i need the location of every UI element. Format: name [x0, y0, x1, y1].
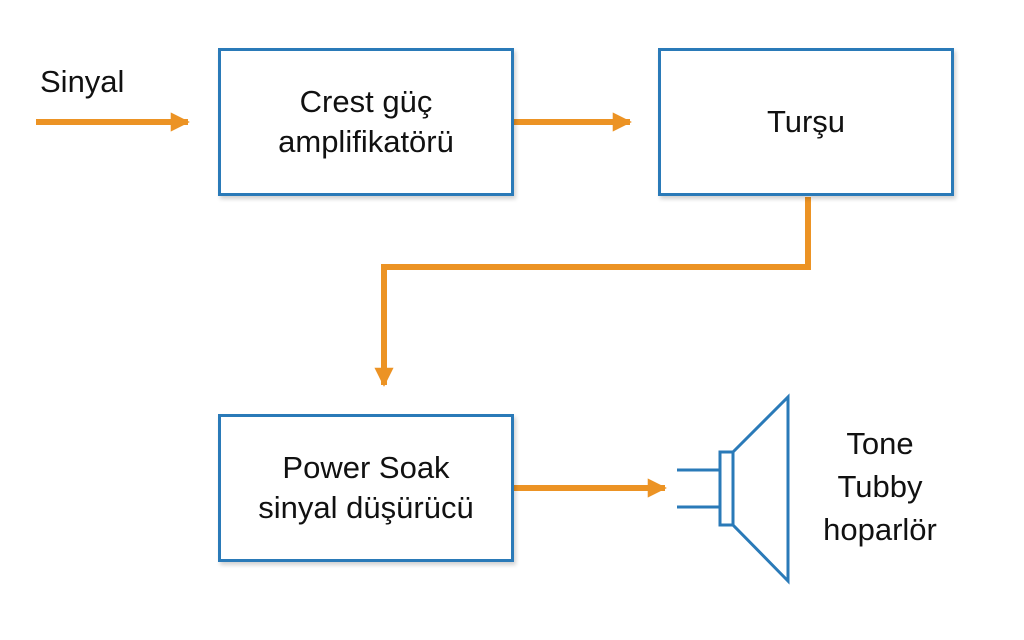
pickle-to-power-soak-arrow: [374, 197, 811, 387]
amplifier-block: Crest güç amplifikatörü: [218, 48, 514, 196]
input-signal-label: Sinyal: [40, 64, 125, 99]
speaker-label-line2: Tubby: [837, 469, 923, 504]
pickle-label-line1: Turşu: [766, 104, 846, 139]
power-soak-block-label: Power Soak sinyal düşürücü: [258, 448, 473, 528]
speaker-label: Tone Tubby hoparlör: [800, 422, 960, 551]
amplifier-block-label: Crest güç amplifikatörü: [278, 82, 454, 162]
pickle-block: Turşu: [658, 48, 954, 196]
speaker-label-line1: Tone: [846, 426, 914, 461]
pickle-block-label: Turşu: [767, 102, 845, 142]
speaker-cone: [731, 393, 790, 585]
speaker-magnet: [718, 450, 735, 527]
loudspeaker-icon: [677, 393, 790, 585]
power-soak-label-line2: sinyal düşürücü: [258, 490, 474, 525]
amplifier-label-line1: Crest güç: [299, 84, 433, 119]
power-soak-label-line1: Power Soak: [282, 450, 450, 485]
speaker-label-line3: hoparlör: [823, 512, 937, 547]
amplifier-label-line2: amplifikatörü: [278, 124, 454, 159]
power-soak-block: Power Soak sinyal düşürücü: [218, 414, 514, 562]
